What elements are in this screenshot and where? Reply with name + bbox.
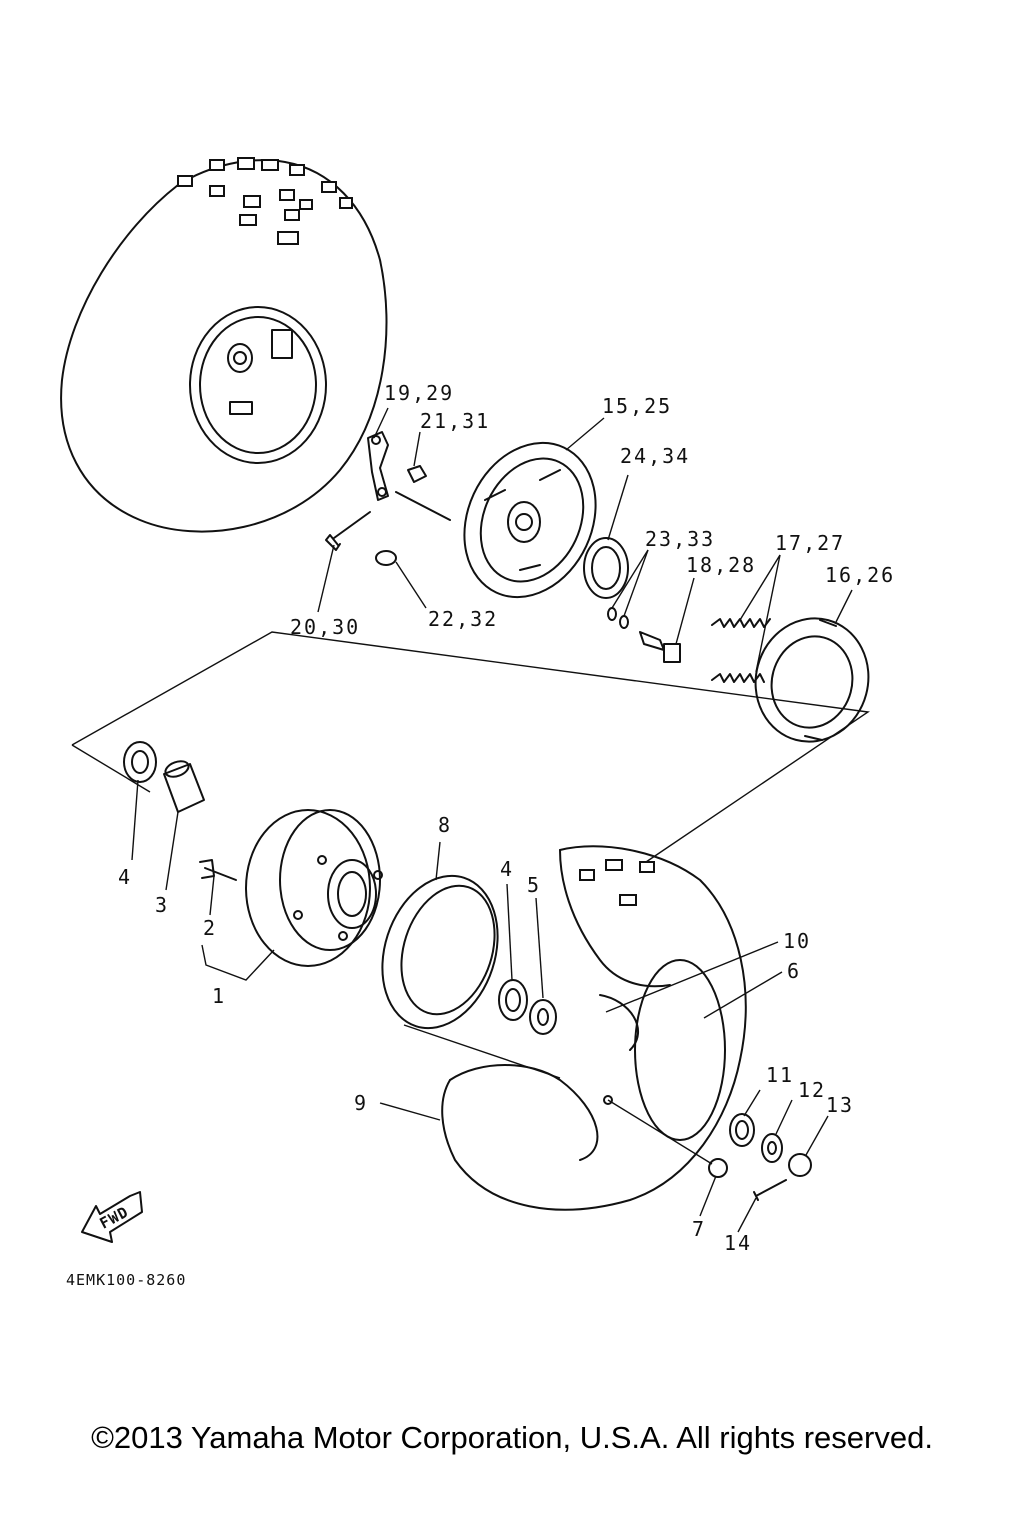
bearing-and-spacer <box>123 741 205 813</box>
callout-9: 9 <box>354 1091 368 1115</box>
o-rings-and-camshaft <box>607 607 681 663</box>
brake-shoes <box>754 617 870 743</box>
callout-13: 13 <box>826 1093 854 1117</box>
leader-lines <box>131 407 853 1233</box>
callout-3: 3 <box>155 893 169 917</box>
brake-shoe-plate <box>463 441 597 599</box>
inner-rim-liner <box>381 874 499 1030</box>
callout-4-right: 4 <box>500 857 514 881</box>
lower-tire-halves <box>441 845 747 1211</box>
callout-1: 1 <box>212 984 226 1008</box>
oil-seal <box>583 537 629 599</box>
callout-17-27: 17,27 <box>775 531 845 555</box>
callout-6: 6 <box>787 959 801 983</box>
callout-23-33: 23,33 <box>645 527 715 551</box>
callout-16-26: 16,26 <box>825 563 895 587</box>
brake-drum-hub <box>199 809 383 967</box>
callout-14: 14 <box>724 1231 752 1255</box>
callout-24-34: 24,34 <box>620 444 690 468</box>
copyright-notice: ©2013 Yamaha Motor Corporation, U.S.A. A… <box>91 1420 933 1455</box>
callout-21-31: 21,31 <box>420 409 490 433</box>
callout-19-29: 19,29 <box>384 381 454 405</box>
callout-20-30: 20,30 <box>290 615 360 639</box>
callout-15-25: 15,25 <box>602 394 672 418</box>
callout-12: 12 <box>798 1078 826 1102</box>
axle-hardware <box>708 1113 812 1201</box>
callout-10: 10 <box>783 929 811 953</box>
callout-22-32: 22,32 <box>428 607 498 631</box>
callout-2: 2 <box>203 916 217 940</box>
brake-arm-group <box>325 431 451 566</box>
callout-4-left: 4 <box>118 865 132 889</box>
assembled-wheel-illustration <box>60 157 388 533</box>
callout-11: 11 <box>766 1063 794 1087</box>
assembly-outline <box>71 631 870 863</box>
callout-18-28: 18,28 <box>686 553 756 577</box>
bearing-and-washer <box>498 979 557 1035</box>
return-springs <box>711 618 771 683</box>
callout-8: 8 <box>438 813 452 837</box>
forward-direction-badge: FWD <box>81 1191 143 1243</box>
callout-7: 7 <box>692 1217 706 1241</box>
diagram-code: 4EMK100-8260 <box>66 1271 186 1289</box>
callout-5: 5 <box>527 873 541 897</box>
